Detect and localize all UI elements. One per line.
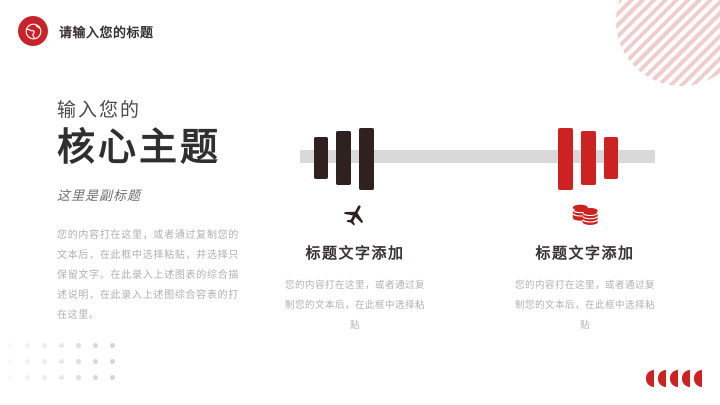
header-title: 请输入您的标题 — [59, 24, 154, 40]
globe-icon — [18, 16, 48, 46]
coins-stack-icon — [485, 198, 685, 232]
airplane-icon — [255, 198, 455, 232]
barbell-plate-red-inner — [558, 128, 573, 190]
barbell-bar — [300, 150, 655, 163]
striped-circle-decoration — [616, 0, 720, 86]
feature-column-1: 标题文字添加 您的内容打在这里，或者通过复制您的文本后，在此框中选择粘贴 — [255, 198, 455, 336]
left-text-column: 输入您的 核心主题 这里是副标题 您的内容打在这里，或者通过复制您的文本后，在此… — [57, 100, 257, 326]
barbell-plate-red-middle — [581, 131, 596, 185]
feature-desc-2: 您的内容打在这里，或者通过复制您的文本后，在此框中选择粘贴 — [514, 280, 655, 331]
barbell-plate-dark-outer — [314, 137, 328, 179]
feature-title-1: 标题文字添加 — [305, 245, 405, 262]
body-paragraph: 您的内容打在这里，或者通过复制您的文本后，在此框中选择粘贴，并选择只保留文字。在… — [57, 230, 239, 322]
slide-header: 请输入您的标题 — [18, 16, 154, 46]
page-title: 核心主题 — [57, 126, 222, 169]
feature-column-2: 标题文字添加 您的内容打在这里，或者通过复制您的文本后，在此框中选择粘贴 — [485, 198, 685, 336]
feature-title-2: 标题文字添加 — [535, 245, 635, 262]
half-disc-decoration — [646, 370, 702, 387]
dot-grid-decoration — [8, 343, 127, 391]
kicker-text: 输入您的 — [57, 100, 142, 121]
feature-desc-1: 您的内容打在这里，或者通过复制您的文本后，在此框中选择粘贴 — [284, 280, 425, 331]
subtitle-text: 这里是副标题 — [57, 188, 142, 204]
barbell-illustration — [300, 128, 655, 196]
barbell-plate-dark-middle — [336, 131, 351, 185]
barbell-plate-dark-inner — [359, 128, 374, 190]
barbell-plate-red-outer — [604, 137, 618, 179]
